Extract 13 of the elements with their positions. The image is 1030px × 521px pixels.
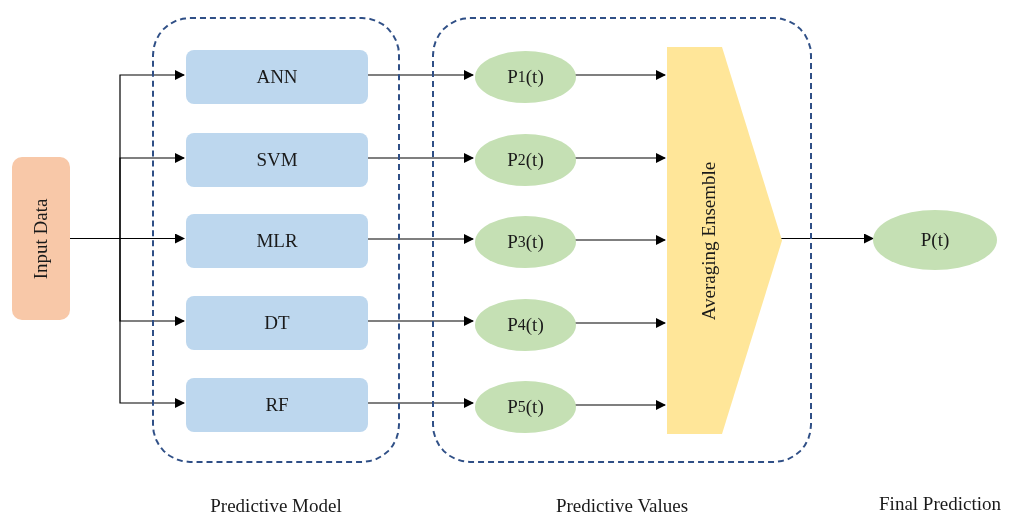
model-box: MLR	[186, 214, 368, 268]
model-box: SVM	[186, 133, 368, 187]
input-label: Input Data	[30, 198, 52, 279]
arrow	[69, 237, 185, 408]
model-box: RF	[186, 378, 368, 432]
prediction-ellipse: P(t)	[873, 210, 997, 270]
model-box: ANN	[186, 50, 368, 104]
stage-label: Final Prediction	[879, 493, 1001, 515]
ensemble-label: Averaging Ensemble	[698, 161, 720, 320]
group-label: Predictive Values	[554, 495, 690, 517]
input-box	[12, 157, 70, 320]
model-box: DT	[186, 296, 368, 350]
group-label: Predictive Model	[209, 495, 343, 517]
